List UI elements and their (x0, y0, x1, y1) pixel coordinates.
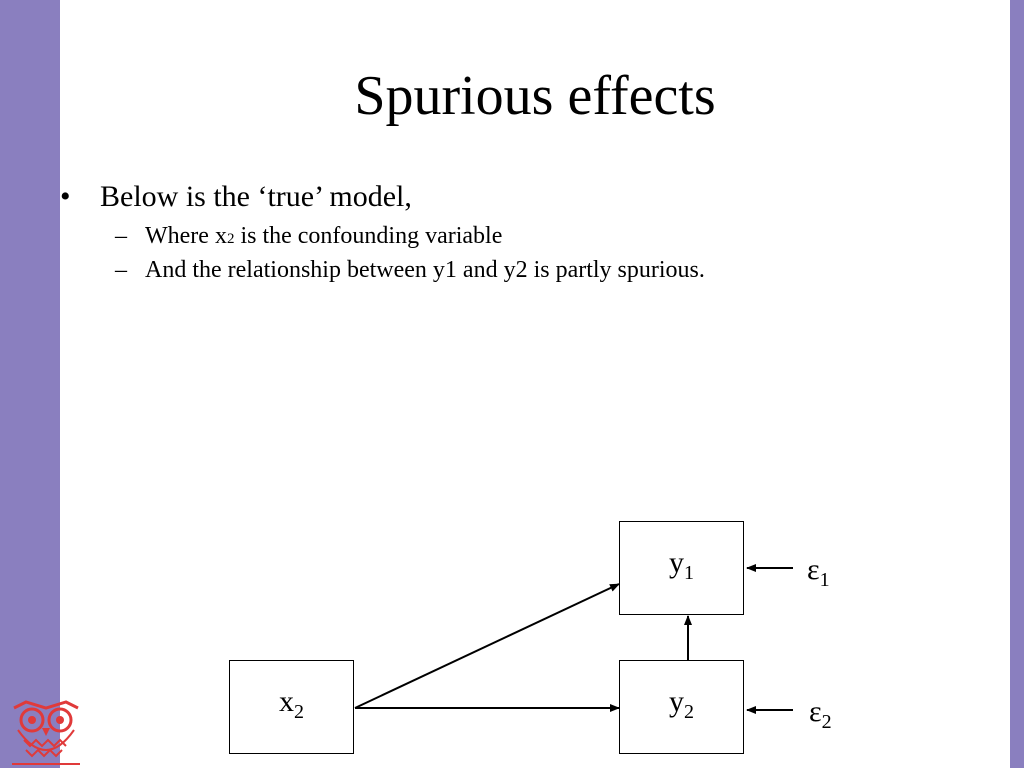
arrow-x2-to-y1 (354, 583, 620, 709)
subbullet-marker: – (115, 223, 127, 249)
error-e1: ε1 (807, 553, 830, 591)
owl-logo-icon (12, 700, 80, 765)
slide: Spurious effects • Below is the ‘true’ m… (60, 0, 1010, 768)
node-x2: x2 (229, 660, 354, 754)
node-y2: y2 (619, 660, 744, 754)
subbullet-text: Where x2 is the confounding variable (145, 223, 503, 249)
bullet-text: Below is the ‘true’ model, (100, 180, 412, 213)
subbullet-text: And the relationship between y1 and y2 i… (145, 257, 705, 283)
bullet-marker: • (60, 180, 71, 213)
node-y1: y1 (619, 521, 744, 615)
subbullet-marker: – (115, 257, 127, 283)
path-diagram (354, 564, 793, 714)
error-e2: ε2 (809, 695, 832, 733)
slide-title: Spurious effects (354, 65, 716, 127)
